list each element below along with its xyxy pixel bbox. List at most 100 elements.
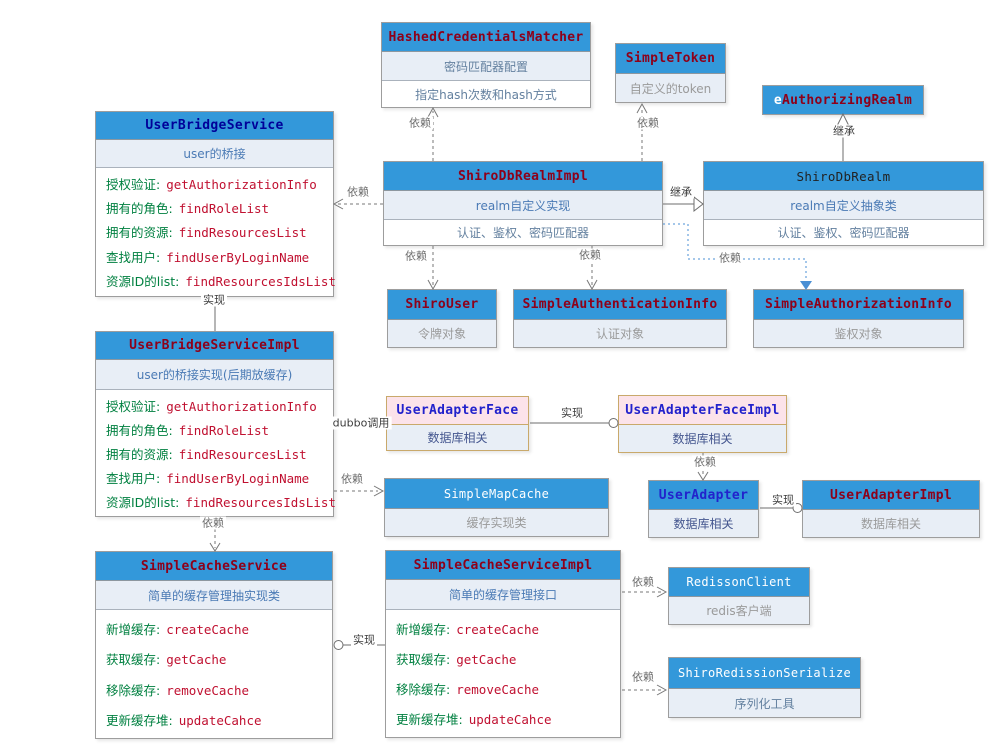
class-box-user-adapter-impl[interactable]: UserAdapterImpl 数据库相关 [802,480,980,538]
method-row: 拥有的资源:findResourcesList [106,225,307,241]
class-subtitle: 鉴权对象 [754,320,963,347]
edge-label-realization: 实现 [770,493,796,507]
class-subtitle: 数据库相关 [619,425,786,452]
class-name-text: SimpleCacheService [140,558,288,574]
method-row: 查找用户:findUserByLoginName [106,470,310,486]
method-row: 获取缓存:getCache [106,652,227,668]
method-row: 资源ID的list:findResourcesIdsList [106,274,336,290]
edge-label-inheritance: 继承 [668,185,694,199]
class-title: UserBridgeService [96,112,333,140]
class-box-shiro-db-realm-impl[interactable]: ShiroDbRealmImpl realm自定义实现 认证、鉴权、密码匹配器 [383,161,663,246]
class-box-shiro-user[interactable]: ShiroUser 令牌对象 [387,289,497,348]
class-name-text: UserAdapterImpl [830,487,952,503]
edge-label-inheritance: 继承 [831,124,857,138]
class-subtitle: 令牌对象 [388,320,496,347]
class-name-text: AuthorizingRealm [782,92,913,108]
method-row: 拥有的角色:findRoleList [106,201,270,217]
edge-label-dependency: 依赖 [717,251,743,265]
class-name-text: SimpleAuthorizationInfo [765,297,952,312]
class-title: ShiroRedissionSerialize [669,658,860,689]
class-name-text: SimpleMapCache [443,486,550,501]
method-row: 查找用户:findUserByLoginName [106,249,310,265]
class-box-user-adapter[interactable]: UserAdapter 数据库相关 [648,480,759,538]
class-title: SimpleCacheServiceImpl [386,551,620,580]
class-subtitle: realm自定义抽象类 [704,191,983,220]
class-title: SimpleAuthorizationInfo [754,290,963,320]
class-note: 认证、鉴权、密码匹配器 [704,220,983,245]
class-box-shiro-db-realm[interactable]: ShiroDbRealm realm自定义抽象类 认证、鉴权、密码匹配器 [703,161,984,246]
class-name-text: UserAdapterFaceImpl [625,402,780,418]
class-box-user-adapter-face[interactable]: UserAdapterFace 数据库相关 [386,396,529,451]
class-box-simple-cache-service[interactable]: SimpleCacheService 简单的缓存管理抽实现类 新增缓存:crea… [95,551,333,739]
method-row: 资源ID的list:findResourcesIdsList [106,494,336,510]
class-name-prefix: e [773,92,783,108]
class-box-redisson-client[interactable]: RedissonClient redis客户端 [668,567,810,625]
edge-label-dependency: 依赖 [630,670,656,684]
class-box-user-bridge-service-impl[interactable]: UserBridgeServiceImpl user的桥接实现(后期放缓存) 授… [95,331,336,517]
class-note: 指定hash次数和hash方式 [382,81,590,107]
class-name-text: UserAdapterFace [396,403,519,418]
edge-label-dependency: 依赖 [200,516,226,530]
class-subtitle: realm自定义实现 [384,191,662,220]
class-title: SimpleAuthenticationInfo [514,290,726,320]
class-title: ShiroUser [388,290,496,320]
method-row: 授权验证:getAuthorizationInfo [106,176,317,192]
class-subtitle: 认证对象 [514,320,726,347]
method-row: 新增缓存:createCache [106,621,250,637]
class-subtitle: user的桥接实现(后期放缓存) [96,360,333,390]
edge-label-realization: 实现 [559,406,585,420]
class-name-text: ShiroUser [405,297,479,312]
class-box-hashed-credentials-matcher[interactable]: HashedCredentialsMatcher 密码匹配器配置 指定hash次… [381,22,591,108]
class-title: RedissonClient [669,568,809,597]
class-box-simple-cache-service-impl[interactable]: SimpleCacheServiceImpl 简单的缓存管理接口 新增缓存:cr… [385,550,621,738]
class-subtitle: user的桥接 [96,140,333,168]
edge-label-realization: 实现 [201,293,227,307]
edge-label-dependency: 依赖 [403,249,429,263]
method-row: 更新缓存堆:updateCahce [106,713,262,729]
method-row: 新增缓存:createCache [396,621,540,637]
class-subtitle: 简单的缓存管理抽实现类 [96,581,332,610]
class-title: SimpleToken [616,44,725,74]
class-name-text: UserBridgeServiceImpl [129,338,300,353]
method-row: 授权验证:getAuthorizationInfo [106,398,317,414]
class-name-text: ShiroDbRealm [796,168,891,184]
class-title: UserAdapterFace [387,397,528,425]
class-title: HashedCredentialsMatcher [382,23,590,52]
class-title: SimpleMapCache [385,479,608,509]
edge-label-dependency: 依赖 [577,248,603,262]
edge-label-dependency: 依赖 [692,455,718,469]
method-row: 拥有的资源:findResourcesList [106,446,307,462]
class-box-user-adapter-face-impl[interactable]: UserAdapterFaceImpl 数据库相关 [618,395,787,453]
edge-label-dependency: 依赖 [630,575,656,589]
class-name-text: UserAdapter [658,487,749,503]
class-name-text: RedissonClient [686,575,792,589]
class-subtitle: 序列化工具 [669,689,860,717]
class-methods: 授权验证:getAuthorizationInfo 拥有的角色:findRole… [96,390,336,516]
class-title: UserAdapterImpl [803,481,979,510]
class-box-shiro-redission-serialize[interactable]: ShiroRedissionSerialize 序列化工具 [668,657,861,718]
class-box-simple-map-cache[interactable]: SimpleMapCache 缓存实现类 [384,478,609,537]
class-title: UserAdapter [649,481,758,510]
edge-label-dependency: 依赖 [345,185,371,199]
class-methods: 新增缓存:createCache 获取缓存:getCache 移除缓存:remo… [96,610,332,738]
class-box-simple-authentication-info[interactable]: SimpleAuthenticationInfo 认证对象 [513,289,727,348]
class-box-simple-authorization-info[interactable]: SimpleAuthorizationInfo 鉴权对象 [753,289,964,348]
class-title: UserAdapterFaceImpl [619,396,786,425]
method-row: 移除缓存:removeCache [106,682,250,698]
class-name-text: SimpleAuthenticationInfo [522,297,718,312]
class-title: ShiroDbRealmImpl [384,162,662,191]
class-title: UserBridgeServiceImpl [96,332,333,360]
edge-label-dubbo-call: dubbo调用 [330,416,392,430]
class-subtitle: 缓存实现类 [385,509,608,536]
method-row: 获取缓存:getCache [396,651,517,667]
class-title: ShiroDbRealm [704,162,983,191]
class-name-text: ShiroRedissionSerialize [677,666,852,680]
inheritance-triangle-right [693,195,704,213]
class-subtitle: 简单的缓存管理接口 [386,580,620,610]
method-row: 拥有的角色:findRoleList [106,422,270,438]
class-note: 认证、鉴权、密码匹配器 [384,220,662,245]
class-box-user-bridge-service[interactable]: UserBridgeService user的桥接 授权验证:getAuthor… [95,111,336,297]
class-box-simple-token[interactable]: SimpleToken 自定义的token [615,43,726,103]
